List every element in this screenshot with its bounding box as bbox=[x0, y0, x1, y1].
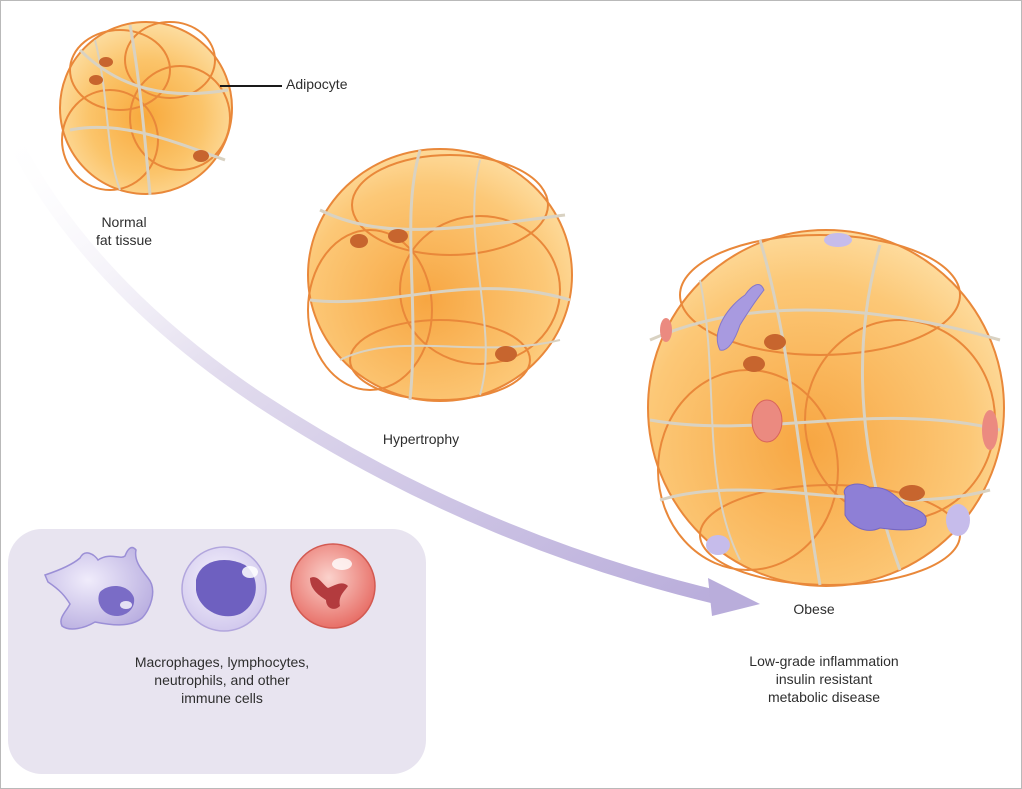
neutrophil-in-tissue bbox=[751, 399, 783, 443]
lymphocyte-in-tissue bbox=[824, 233, 852, 247]
hypertrophy-cluster bbox=[307, 148, 573, 402]
macrophage-in-tissue bbox=[716, 284, 765, 351]
progression-arrow bbox=[7, 133, 760, 616]
normal-fat-cluster bbox=[59, 21, 233, 196]
adipocyte-label: Adipocyte bbox=[286, 76, 348, 92]
nucleus bbox=[764, 334, 786, 350]
legend-macrophage-icon bbox=[43, 546, 154, 630]
nucleus bbox=[99, 57, 113, 67]
nucleus bbox=[495, 346, 517, 362]
neutrophil-in-tissue bbox=[660, 318, 672, 342]
obese-stage-label: Obese bbox=[793, 601, 835, 617]
legend-caption-line: Macrophages, lymphocytes, bbox=[134, 654, 310, 670]
consequence-line: metabolic disease bbox=[767, 689, 881, 705]
normal-label-line: Normal bbox=[101, 214, 147, 230]
nucleus bbox=[388, 229, 408, 243]
nucleus bbox=[743, 356, 765, 372]
normal-stage-label: Normal fat tissue bbox=[84, 213, 164, 249]
lymphocyte-in-tissue bbox=[706, 535, 730, 555]
consequence-line: insulin resistant bbox=[775, 671, 873, 687]
neutrophil-in-tissue bbox=[982, 410, 998, 450]
nucleus bbox=[350, 234, 368, 248]
legend-neutrophil-icon bbox=[290, 543, 376, 629]
nucleus bbox=[193, 150, 209, 162]
macrophage-in-tissue bbox=[843, 483, 927, 531]
obese-cluster bbox=[647, 229, 1005, 587]
lymphocyte-in-tissue bbox=[946, 504, 970, 536]
legend-caption-line: immune cells bbox=[181, 690, 263, 706]
legend-lymphocyte-icon bbox=[181, 546, 267, 632]
hypertrophy-stage-label: Hypertrophy bbox=[382, 431, 460, 447]
adipocyte-leader-line bbox=[220, 85, 282, 87]
obese-consequences-text: Low-grade inflammation insulin resistant… bbox=[724, 652, 924, 706]
arrow-head-icon bbox=[708, 578, 760, 616]
normal-label-line: fat tissue bbox=[95, 232, 153, 248]
legend-caption-line: neutrophils, and other bbox=[154, 672, 290, 688]
consequence-line: Low-grade inflammation bbox=[749, 653, 899, 669]
nucleus bbox=[899, 485, 925, 501]
nucleus bbox=[89, 75, 103, 85]
immune-cell-legend-caption: Macrophages, lymphocytes, neutrophils, a… bbox=[104, 653, 340, 707]
